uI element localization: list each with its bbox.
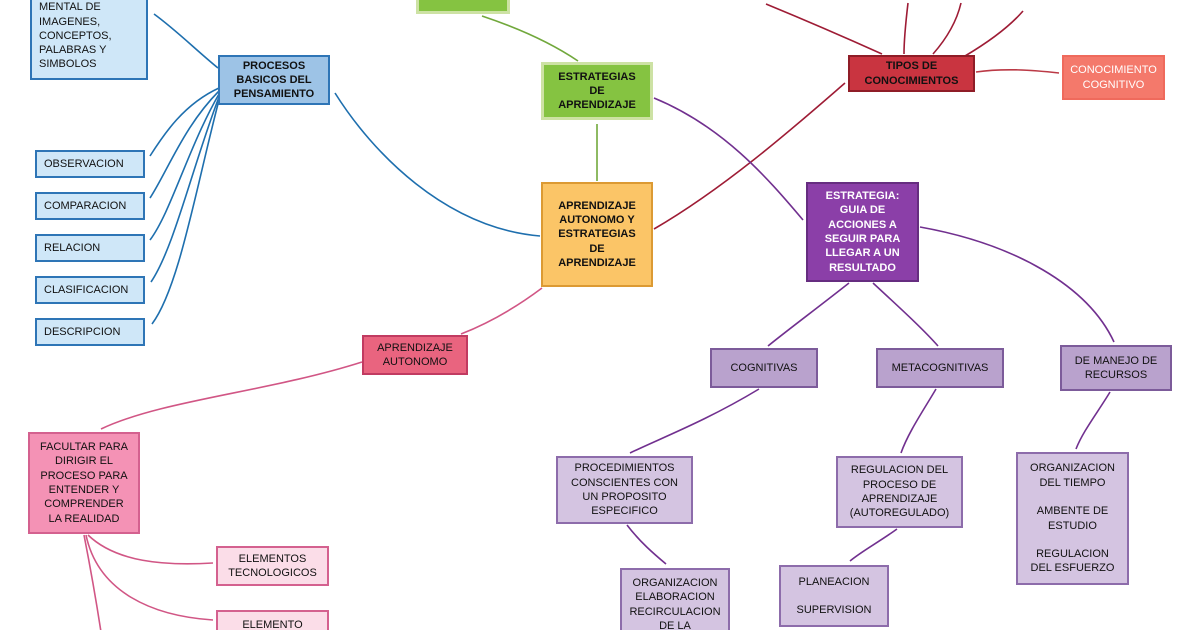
edge-facultar-to-offscreen-bottom — [83, 534, 102, 630]
edge-procesos-to-mental — [153, 13, 219, 69]
node-organizacion-del-tiempo: ORGANIZACION DEL TIEMPO AMBENTE DE ESTUD… — [1016, 452, 1129, 585]
edge-estrategia-def-to-manejo — [919, 226, 1115, 343]
edge-central-to-aprendizaje-autonomo — [460, 287, 543, 335]
node-aprendizaje-autonomo: APRENDIZAJE AUTONOMO — [362, 335, 468, 375]
edge-regulacion-to-planeacion — [849, 528, 898, 562]
edge-procesos-to-relacion — [149, 93, 220, 241]
edge-procesos-to-clasificacion — [150, 96, 220, 283]
node-tipos-de-conocimientos: TIPOS DE CONOCIMIENTOS — [848, 55, 975, 92]
edge-manejo-to-organizacion-tiempo — [1075, 391, 1111, 450]
edge-tipos-to-offscreen-4 — [964, 10, 1024, 57]
edge-estrategia-def-to-cognitivas — [767, 282, 850, 347]
edge-estrategias-to-estrategia-def — [653, 97, 804, 221]
node-relacion: RELACION — [35, 234, 145, 262]
edge-central-to-procesos — [334, 92, 541, 237]
node-descripcion: DESCRIPCION — [35, 318, 145, 346]
node-regulacion-del-proceso: REGULACION DEL PROCESO DE APRENDIZAJE (A… — [836, 456, 963, 528]
edge-tipos-to-offscreen-3 — [932, 2, 962, 55]
node-organizacion-elaboracion: ORGANIZACION ELABORACION RECIRCULACION D… — [620, 568, 730, 630]
node-observacion: OBSERVACION — [35, 150, 145, 178]
edge-facultar-to-elemento — [85, 534, 214, 621]
node-estrategias-de-aprendizaje: ESTRATEGIAS DE APRENDIZAJE — [541, 62, 653, 120]
node-facultar-para-dirigir: FACULTAR PARA DIRIGIR EL PROCESO PARA EN… — [28, 432, 140, 534]
edge-procesos-to-comparacion — [149, 90, 220, 199]
node-planeacion-supervision: PLANEACION SUPERVISION — [779, 565, 889, 627]
node-elemento: ELEMENTO — [216, 610, 329, 630]
edge-tipos-to-cognitivo — [975, 68, 1060, 74]
node-procesos-basicos-del-pensamiento: PROCESOS BASICOS DEL PENSAMIENTO — [218, 55, 330, 105]
edge-procesos-to-descripcion — [151, 99, 220, 325]
node-aprendizaje-autonomo-y-estrategias: APRENDIZAJE AUTONOMO Y ESTRATEGIAS DE AP… — [541, 182, 653, 287]
node-cognitivas: COGNITIVAS — [710, 348, 818, 388]
node-procedimientos-conscientes: PROCEDIMIENTOS CONSCIENTES CON UN PROPOS… — [556, 456, 693, 524]
edge-facultar-to-elementos-tecnologicos — [87, 534, 214, 565]
edge-aprendizaje-autonomo-to-facultar — [100, 361, 363, 430]
node-elementos-tecnologicos: ELEMENTOS TECNOLOGICOS — [216, 546, 329, 586]
edge-metacognitivas-to-regulacion — [900, 388, 937, 454]
edge-estrategias-to-top-green — [481, 15, 579, 62]
node-comparacion: COMPARACION — [35, 192, 145, 220]
node-estrategia-definicion: ESTRATEGIA: GUIA DE ACCIONES A SEGUIR PA… — [806, 182, 919, 282]
node-mental-de-imagenes: MENTAL DE IMAGENES, CONCEPTOS, PALABRAS … — [30, 0, 148, 80]
node-conocimiento-cognitivo: CONOCIMIENTO COGNITIVO — [1062, 55, 1165, 100]
node-top-green-partial — [416, 0, 510, 14]
edge-procedimientos-to-org-elaboracion — [626, 524, 667, 565]
edge-estrategia-def-to-metacognitivas — [872, 282, 939, 347]
edge-procesos-to-observacion — [149, 87, 220, 157]
node-de-manejo-de-recursos: DE MANEJO DE RECURSOS — [1060, 345, 1172, 391]
node-clasificacion: CLASIFICACION — [35, 276, 145, 304]
node-metacognitivas: METACOGNITIVAS — [876, 348, 1004, 388]
edge-tipos-to-offscreen-2 — [903, 2, 909, 55]
edge-cognitivas-to-procedimientos — [629, 388, 760, 454]
edge-tipos-to-offscreen-1 — [765, 3, 883, 55]
